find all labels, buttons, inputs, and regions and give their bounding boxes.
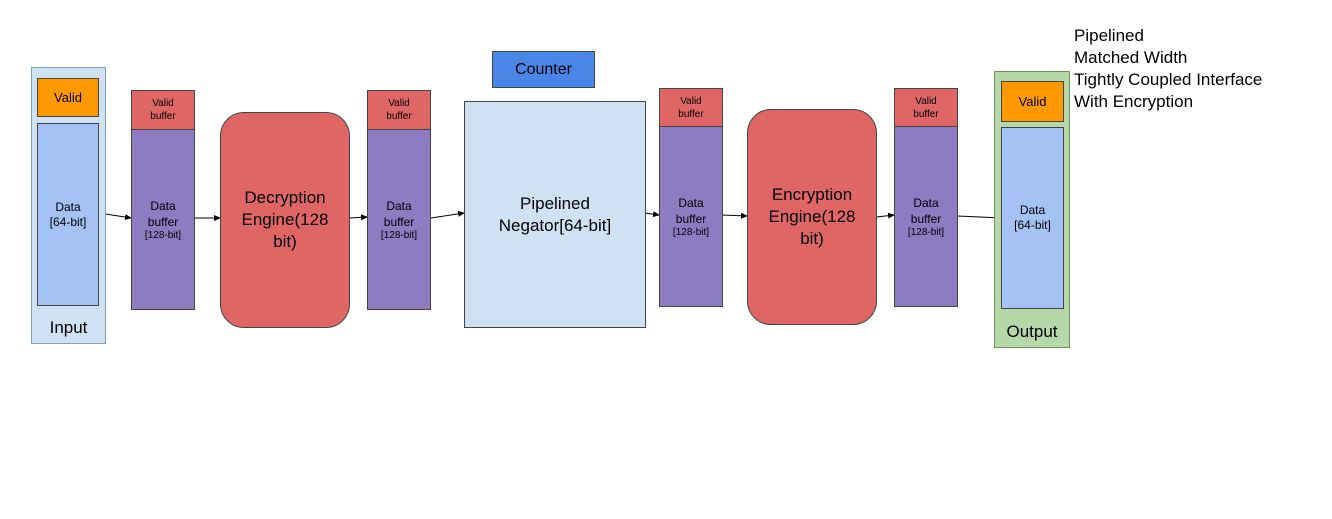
buffer-c-valid-line1: Valid	[680, 95, 702, 107]
buffer-d-valid-line2: buffer	[913, 108, 939, 120]
output-data-label: Data	[1019, 203, 1046, 217]
encryption-engine: Encryption Engine(128 bit)	[747, 109, 877, 325]
buffer-b-data-line1: Data	[386, 198, 412, 213]
buffer-d-valid-line1: Valid	[915, 95, 937, 107]
input-container-label: Input	[31, 316, 106, 340]
output-data-width: [64-bit]	[1014, 218, 1051, 232]
encryption-line3: bit)	[800, 229, 824, 248]
output-container-label: Output	[994, 320, 1070, 344]
buffer-b-valid-line2: buffer	[386, 111, 412, 122]
buffer-c-data-width: [128-bit]	[672, 226, 710, 238]
buffer-a-data-width: [128-bit]	[144, 229, 182, 241]
arrow-buffer-b-to-negator	[430, 210, 465, 219]
buffer-a-data: Data buffer [128-bit]	[131, 129, 195, 310]
output-valid-label: Valid	[1018, 94, 1047, 109]
note-line: Matched Width	[1074, 48, 1188, 67]
buffer-c-valid: Valid buffer	[659, 88, 723, 127]
negator-line1: Pipelined	[520, 193, 590, 213]
input-data-label: Data	[55, 199, 81, 214]
design-notes: Pipelined Matched Width Tightly Coupled …	[1074, 25, 1324, 113]
decryption-line1: Decryption	[244, 188, 326, 207]
buffer-b-data-width: [128-bit]	[380, 229, 418, 241]
buffer-a-valid-line2: buffer	[150, 111, 176, 122]
buffer-c-valid-line2: buffer	[678, 108, 704, 120]
output-valid-box: Valid	[1001, 81, 1064, 122]
counter-block: Counter	[492, 51, 595, 88]
buffer-c-data: Data buffer [128-bit]	[659, 126, 723, 307]
arrow-encryption-to-buffer-d	[875, 212, 895, 219]
buffer-d-data: Data buffer [128-bit]	[894, 126, 958, 307]
arrow-buffer-c-to-encryption	[721, 212, 748, 219]
encryption-line2: Engine(128	[768, 207, 856, 226]
buffer-b-valid: Valid buffer	[367, 90, 431, 130]
buffer-d-data-line1: Data	[913, 195, 939, 210]
decryption-line3: bit)	[273, 232, 297, 251]
buffer-a-valid-line1: Valid	[152, 98, 174, 109]
negator-line2: Negator[64-bit]	[498, 215, 612, 235]
input-data-width: [64-bit]	[49, 214, 87, 229]
counter-label: Counter	[515, 60, 572, 78]
note-line: Tightly Coupled Interface	[1074, 70, 1263, 89]
buffer-c-data-line1: Data	[678, 195, 704, 210]
arrow-negator-to-buffer-c	[644, 211, 660, 218]
output-label-text: Output	[1006, 322, 1058, 341]
arrow-decryption-to-buffer-b	[348, 214, 368, 221]
decryption-engine: Decryption Engine(128 bit)	[220, 112, 350, 328]
buffer-d-data-line2: buffer	[910, 211, 942, 226]
output-data-box: Data [64-bit]	[1001, 127, 1064, 309]
buffer-a-data-line1: Data	[150, 198, 176, 213]
note-line: Pipelined	[1074, 26, 1144, 45]
input-label-text: Input	[49, 318, 88, 337]
encryption-line1: Encryption	[771, 185, 853, 204]
buffer-b-valid-line1: Valid	[388, 98, 410, 109]
input-valid-box: Valid	[37, 78, 99, 117]
buffer-a-valid: Valid buffer	[131, 90, 195, 130]
note-line: With Encryption	[1074, 92, 1194, 111]
input-valid-label: Valid	[54, 90, 82, 105]
buffer-d-data-width: [128-bit]	[907, 226, 945, 238]
buffer-a-data-line2: buffer	[147, 214, 179, 229]
input-data-box: Data [64-bit]	[37, 123, 99, 306]
buffer-d-valid: Valid buffer	[894, 88, 958, 127]
buffer-b-data-line2: buffer	[383, 214, 415, 229]
buffer-b-data: Data buffer [128-bit]	[367, 129, 431, 310]
buffer-c-data-line2: buffer	[675, 211, 707, 226]
decryption-line2: Engine(128	[241, 210, 329, 229]
pipelined-negator: Pipelined Negator[64-bit]	[464, 101, 646, 328]
